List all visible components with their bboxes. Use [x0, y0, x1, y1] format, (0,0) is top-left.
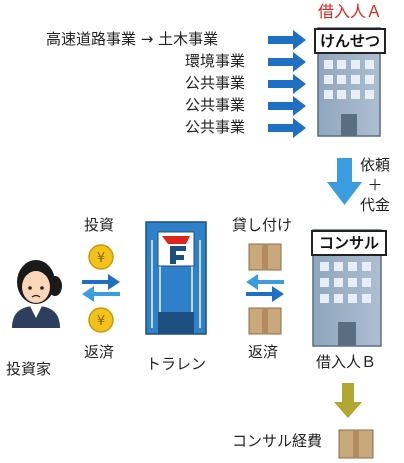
borrower-b-label: 借入人Ｂ [316, 353, 377, 371]
loan-repay-label: 返済 [248, 343, 279, 361]
arrow-repay-left [82, 286, 120, 302]
toralen-tower-icon [145, 221, 207, 335]
project-label-item: 公共事業 [185, 96, 246, 114]
yen-coin-icon: ¥ [88, 244, 114, 270]
cardboard-box-icon [248, 243, 282, 271]
arrow-right-3 [268, 74, 306, 94]
project-label-first: 高速道路事業 → 土木事業 [46, 30, 219, 48]
invest-label: 投資 [84, 216, 115, 234]
arrow-invest-right [82, 274, 120, 290]
cardboard-box-icon [338, 429, 374, 459]
platform-label: トラレン [146, 355, 207, 373]
investor-repay-label: 返済 [84, 343, 115, 361]
lend-label: 貸し付け [232, 216, 293, 234]
fee-label: コンサル経費 [232, 432, 323, 450]
arrow-lend-left [246, 274, 284, 290]
project-label-item: 環境事業 [185, 52, 246, 70]
project-arrows [268, 30, 306, 138]
investor-woman-icon [12, 260, 62, 328]
project-label-item: 公共事業 [185, 118, 246, 136]
arrow-right-2 [268, 52, 306, 72]
request-label: 依頼 ＋ 代金 [359, 156, 390, 214]
borrower-a-sign: けんせつ [314, 28, 386, 54]
svg-text:¥: ¥ [97, 251, 105, 266]
arrow-down-fee [334, 383, 362, 418]
project-label-item: 公共事業 [185, 74, 246, 92]
borrower-a-label: 借入人Ａ [318, 2, 383, 21]
yen-coin-icon: ¥ [88, 307, 114, 333]
arrow-right-4 [268, 96, 306, 116]
svg-text:¥: ¥ [97, 314, 105, 329]
arrow-loan-repay-right [246, 286, 284, 302]
investor-label: 投資家 [6, 360, 52, 378]
arrow-down-request [327, 158, 362, 205]
arrow-right-5 [268, 118, 306, 138]
arrow-right-1 [268, 30, 306, 50]
cardboard-box-icon [248, 307, 282, 335]
borrower-b-sign: コンサル [311, 230, 387, 256]
